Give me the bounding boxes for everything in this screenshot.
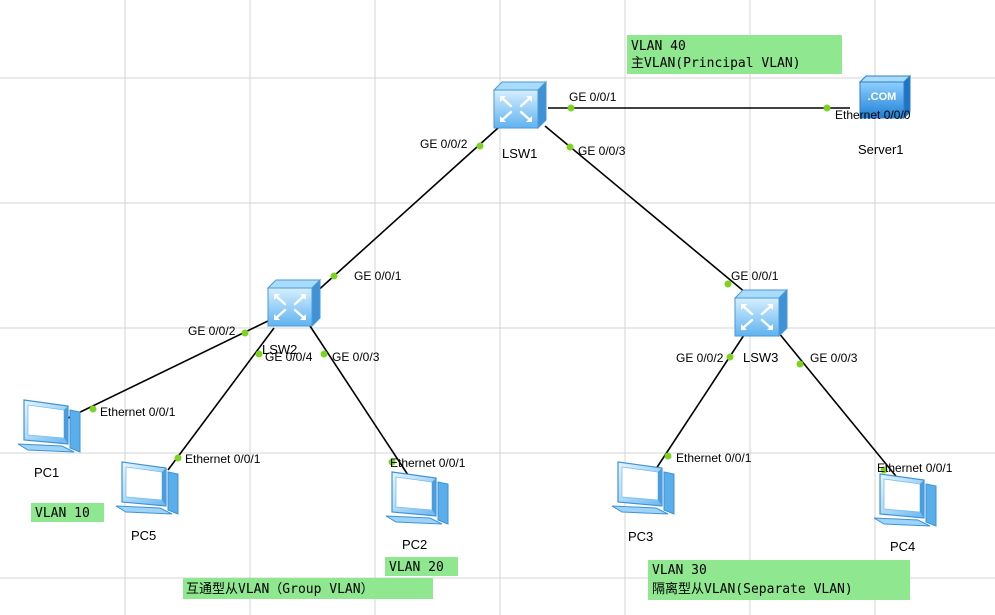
port-label-lsw2-ge004: GE 0/0/4 <box>265 350 313 364</box>
port-dots <box>89 104 888 474</box>
port-dot <box>241 329 249 337</box>
port-dot <box>89 405 97 413</box>
port-dot <box>880 466 888 474</box>
port-label-lsw3-ge003: GE 0/0/3 <box>810 351 858 365</box>
port-label-lsw2-ge002: GE 0/0/2 <box>188 324 236 338</box>
link-lsw3-pc4[interactable] <box>777 331 905 487</box>
port-label-lsw2-ge001: GE 0/0/1 <box>354 269 402 283</box>
port-dot <box>174 454 182 462</box>
port-label-lsw1-ge003: GE 0/0/3 <box>578 144 626 158</box>
vlan30-subtitle: 隔离型从VLAN(Separate VLAN) <box>652 581 853 597</box>
device-lsw2[interactable] <box>266 278 322 328</box>
link-lsw2-pc5[interactable] <box>167 327 275 471</box>
pc-icon <box>385 471 449 525</box>
port-dot <box>476 142 484 150</box>
port-label-lsw3-ge001: GE 0/0/1 <box>731 269 779 283</box>
port-label-lsw1-ge001: GE 0/0/1 <box>569 90 617 104</box>
vlan30-box <box>648 560 910 600</box>
server1-label: Server1 <box>858 142 904 157</box>
device-lsw1[interactable] <box>492 80 548 130</box>
port-label-pc2-eth: Ethernet 0/0/1 <box>390 456 466 470</box>
port-dot <box>320 350 328 358</box>
vlan40-title: VLAN 40 <box>631 39 686 54</box>
pc-icon <box>611 461 675 515</box>
link-lsw1-lsw3[interactable] <box>544 125 753 299</box>
vlan10-annotation: VLAN 10 <box>31 503 104 522</box>
pc1-label: PC1 <box>34 465 59 480</box>
vlan20-title: VLAN 20 <box>389 560 444 575</box>
vlan40-subtitle: 主VLAN(Principal VLAN) <box>631 56 801 71</box>
port-dot <box>664 452 672 460</box>
port-dot <box>567 104 575 112</box>
group-vlan-box <box>183 578 433 599</box>
device-server1[interactable]: .COM <box>859 75 911 119</box>
pc-icon <box>873 473 937 527</box>
vlan20-annotation: VLAN 20 <box>385 557 458 576</box>
link-lsw2-pc2[interactable] <box>309 325 411 479</box>
group-vlan-title: 互通型从VLAN（Group VLAN） <box>186 582 374 597</box>
port-dot <box>724 280 732 288</box>
port-label-pc5-eth: Ethernet 0/0/1 <box>185 452 261 466</box>
lsw1-label: LSW1 <box>502 146 537 161</box>
port-dot <box>255 350 263 358</box>
pc3-label: PC3 <box>628 529 653 544</box>
lsw3-label: LSW3 <box>743 350 778 365</box>
vlan30-annotation: VLAN 30 隔离型从VLAN(Separate VLAN) <box>648 560 910 600</box>
port-dot <box>566 143 574 151</box>
port-dot <box>796 360 804 368</box>
vlan40-annotation: VLAN 40 主VLAN(Principal VLAN) <box>627 35 842 74</box>
vlan20-box <box>385 557 458 576</box>
vlan30-title: VLAN 30 <box>652 563 707 578</box>
port-dot <box>388 458 396 466</box>
pc4-label: PC4 <box>890 539 915 554</box>
port-label-server-eth000: Ethernet 0/0/0 <box>835 108 911 122</box>
port-label-pc3-eth: Ethernet 0/0/1 <box>676 451 752 465</box>
lsw2-label: LSW2 <box>262 342 297 357</box>
port-label-lsw3-ge002: GE 0/0/2 <box>676 351 724 365</box>
device-pc3[interactable] <box>611 461 675 515</box>
port-label-lsw1-ge002: GE 0/0/2 <box>420 137 468 151</box>
port-label-lsw2-ge003: GE 0/0/3 <box>332 350 380 364</box>
device-pc2[interactable] <box>385 471 449 525</box>
port-dot <box>726 353 734 361</box>
device-lsw3[interactable] <box>733 288 789 338</box>
port-dot <box>330 272 338 280</box>
vlan10-box <box>31 503 104 522</box>
port-dot <box>823 104 831 112</box>
port-label-pc4-eth: Ethernet 0/0/1 <box>877 461 953 475</box>
pc2-label: PC2 <box>402 537 427 552</box>
server-badge: .COM <box>868 91 897 103</box>
link-lsw1-lsw2[interactable] <box>313 127 499 295</box>
vlan10-title: VLAN 10 <box>35 506 90 521</box>
switch-icon <box>492 80 548 130</box>
switch-icon <box>733 288 789 338</box>
pc-icon <box>17 399 81 453</box>
pc5-label: PC5 <box>131 528 156 543</box>
switch-icon <box>266 278 322 328</box>
link-lsw2-pc1[interactable] <box>67 319 271 419</box>
port-label-pc1-eth: Ethernet 0/0/1 <box>100 405 176 419</box>
group-vlan-annotation: 互通型从VLAN（Group VLAN） <box>183 578 433 599</box>
device-pc1[interactable] <box>17 399 81 453</box>
device-pc4[interactable] <box>873 473 937 527</box>
vlan40-box <box>627 35 842 74</box>
